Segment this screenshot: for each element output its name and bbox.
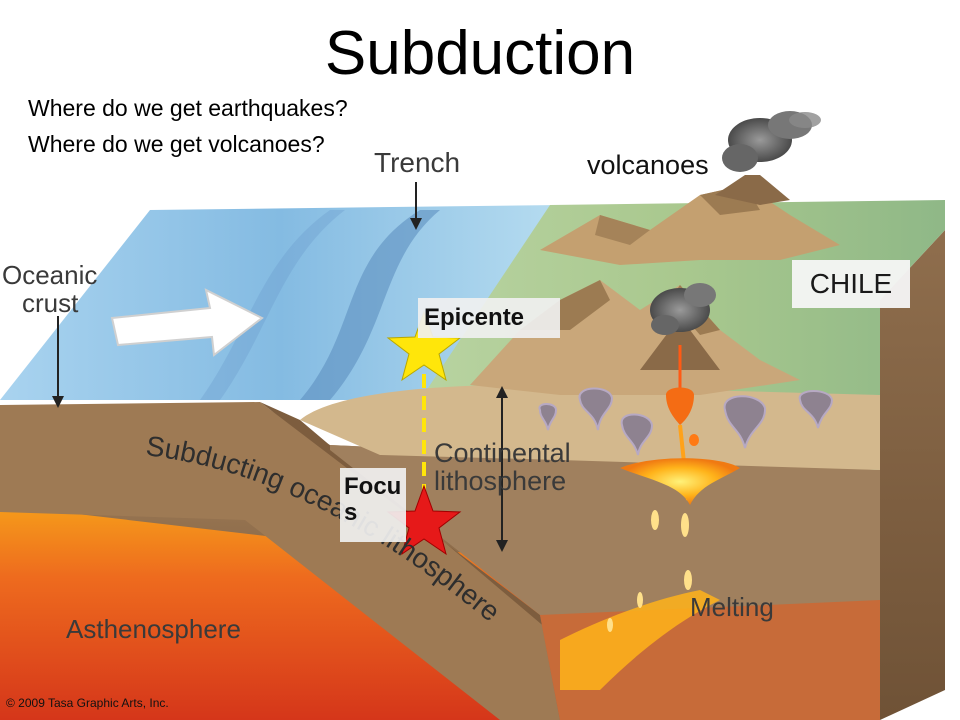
question-earthquakes: Where do we get earthquakes?	[28, 95, 348, 121]
question-volcanoes: Where do we get volcanoes?	[28, 131, 325, 157]
volcanoes-label: volcanoes	[587, 150, 709, 180]
trench-label: Trench	[374, 147, 461, 178]
copyright-text: © 2009 Tasa Graphic Arts, Inc.	[6, 696, 169, 710]
plate-motion-arrow-icon	[110, 288, 264, 357]
focus-label: Focu s	[340, 468, 406, 542]
melting-label: Melting	[690, 592, 774, 622]
volcano-icon	[650, 283, 716, 335]
continental-lithosphere-label-line2: lithosphere	[434, 466, 567, 496]
country-label: CHILE	[792, 260, 910, 308]
page-title: Subduction	[324, 19, 636, 88]
volcano-icon	[722, 111, 821, 172]
continental-lithosphere-label-line1: Continental	[434, 438, 571, 468]
oceanic-crust-label-line1: Oceanic	[2, 260, 98, 290]
asthenosphere-label: Asthenosphere	[66, 614, 241, 644]
epicenter-label: Epicente	[418, 298, 560, 338]
oceanic-crust-label-line2: crust	[22, 288, 79, 318]
